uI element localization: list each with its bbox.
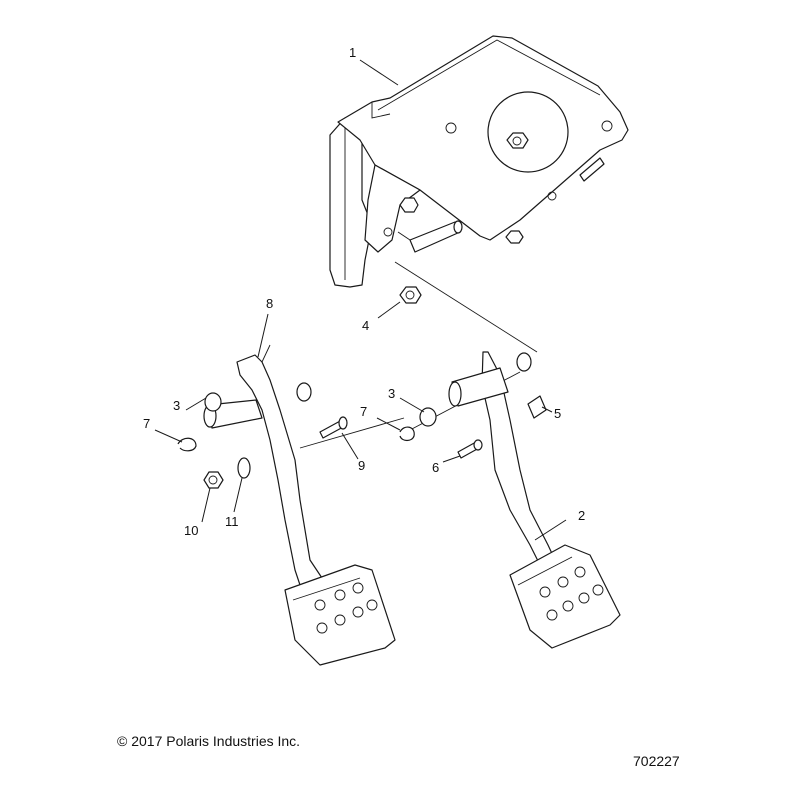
callout-labels: 1 2 3 3 4 5 6 7 7 8 9 10 11 bbox=[143, 45, 585, 538]
bushing-left bbox=[296, 382, 312, 402]
callout-4: 4 bbox=[362, 318, 369, 333]
callout-9: 9 bbox=[358, 458, 365, 473]
callout-10: 10 bbox=[184, 523, 198, 538]
callout-6: 6 bbox=[432, 460, 439, 475]
washer-part-11 bbox=[237, 457, 251, 479]
leader-lines bbox=[154, 59, 567, 541]
callout-5: 5 bbox=[554, 406, 561, 421]
callout-11: 11 bbox=[225, 514, 239, 529]
callout-8: 8 bbox=[266, 296, 273, 311]
flange-nut-part-4 bbox=[399, 286, 422, 304]
callout-1: 1 bbox=[349, 45, 356, 60]
diagram-number: 702227 bbox=[633, 753, 680, 769]
callout-7-right: 7 bbox=[360, 404, 367, 419]
washer-part-3-right bbox=[419, 407, 437, 427]
callout-3-left: 3 bbox=[173, 398, 180, 413]
clip-part-7-left bbox=[177, 437, 197, 452]
washer-part-3-left bbox=[204, 392, 222, 412]
clip-part-5 bbox=[527, 395, 547, 419]
nut-part-10 bbox=[203, 471, 224, 489]
mounting-bracket-part-1 bbox=[329, 35, 629, 288]
clip-part-7-right bbox=[399, 426, 415, 442]
callout-3-right: 3 bbox=[388, 386, 395, 401]
bolt-part-6 bbox=[457, 439, 483, 459]
callout-7-left: 7 bbox=[143, 416, 150, 431]
pedal-arm-part-2 bbox=[448, 351, 621, 649]
callout-2: 2 bbox=[578, 508, 585, 523]
pivot-pin-part-9 bbox=[319, 416, 348, 439]
copyright-text: © 2017 Polaris Industries Inc. bbox=[117, 733, 301, 749]
pedal-arm-part-8 bbox=[203, 344, 396, 666]
